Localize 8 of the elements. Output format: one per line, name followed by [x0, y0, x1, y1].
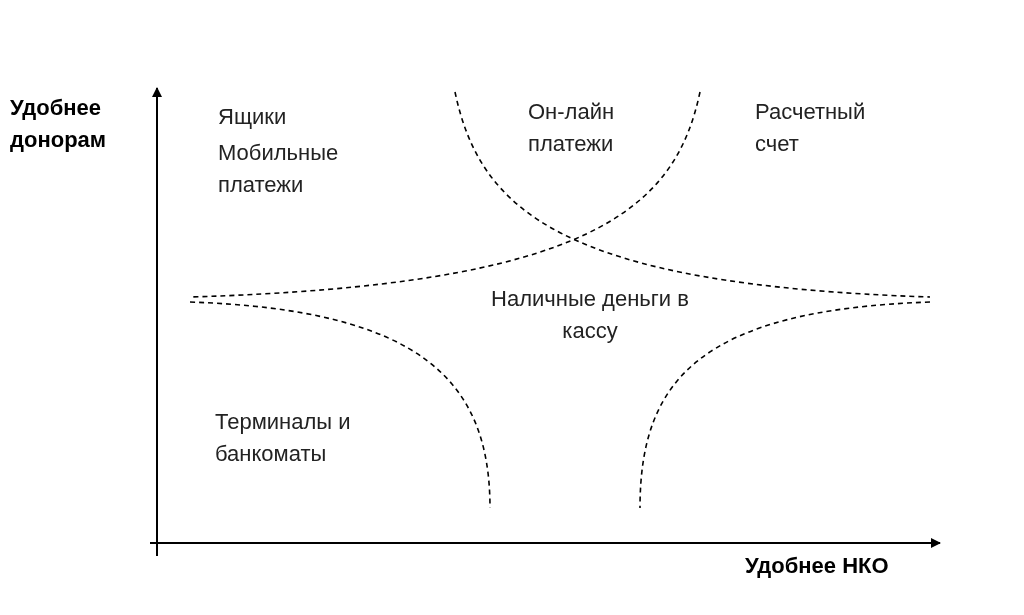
axis-label: Удобнее НКО	[745, 552, 889, 580]
axis-label: Удобнее донорам	[10, 94, 108, 154]
region-label: Терминалы и банкоматы	[215, 408, 352, 468]
region-label: Ящики	[218, 103, 287, 131]
region-label: Он-лайн платежи	[528, 98, 616, 158]
region-label: Мобильные платежи	[218, 139, 340, 199]
region-label: Наличные деньги в кассу	[490, 285, 690, 345]
region-label: Расчетный счет	[755, 98, 867, 158]
